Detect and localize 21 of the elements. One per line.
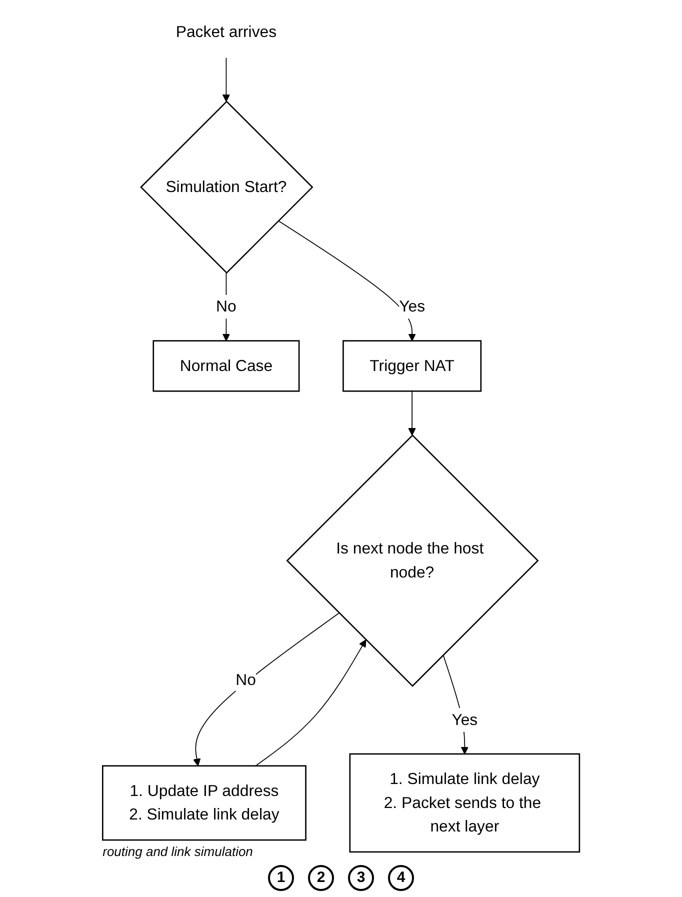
- edge-label: No: [236, 670, 256, 688]
- node-box: 1. Update IP address 2. Simulate link delay: [102, 765, 306, 841]
- node-text: Packet arrives: [176, 22, 277, 41]
- arrow: [408, 390, 416, 436]
- edge-label: Yes: [399, 298, 425, 316]
- node-box: Trigger NAT: [342, 340, 482, 392]
- arrow: [278, 220, 416, 342]
- arrow: [255, 639, 366, 766]
- node-diamond: Is next node the host node?: [286, 434, 539, 687]
- node-caption: routing and link simulation: [102, 844, 253, 860]
- node-box: 1. Simulate link delay 2. Packet sends to the next layer: [349, 753, 580, 853]
- arrow: [192, 612, 340, 766]
- node-diamond: Simulation Start?: [140, 100, 314, 274]
- arrow: [222, 56, 230, 102]
- callout-number: 4: [388, 865, 414, 891]
- edge-label: No: [216, 298, 236, 316]
- callout-number: 3: [348, 865, 374, 891]
- node-box: Normal Case: [152, 340, 300, 392]
- callout-number: 2: [308, 865, 334, 891]
- edge-label: Yes: [452, 710, 478, 728]
- callout-number: 1: [268, 865, 294, 891]
